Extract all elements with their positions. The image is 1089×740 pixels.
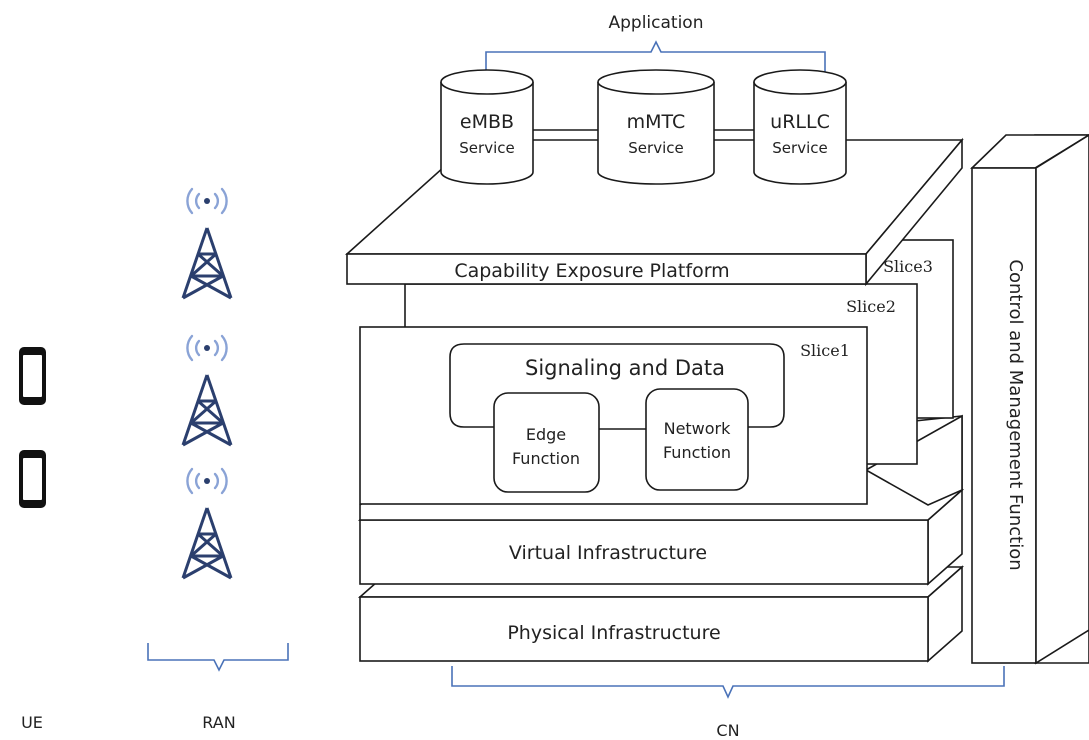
network-label-line2: Function bbox=[663, 443, 731, 462]
physical-infrastructure-label: Physical Infrastructure bbox=[507, 622, 720, 644]
application-brace bbox=[485, 40, 826, 72]
antenna-tower-icon bbox=[181, 467, 233, 580]
slice1-panel: Slice1 Signaling and Data Edge Function … bbox=[359, 326, 868, 505]
network-function-box bbox=[645, 388, 749, 491]
cn-brace bbox=[451, 666, 1005, 699]
urllc-service-cylinder: uRLLC Service bbox=[753, 69, 847, 185]
phone-icon bbox=[19, 450, 46, 508]
embb-label: eMBB bbox=[460, 111, 514, 133]
ran-brace bbox=[147, 643, 289, 672]
application-label: Application bbox=[609, 13, 704, 33]
signaling-loop bbox=[449, 343, 785, 428]
mmtc-service-cylinder: mMTC Service bbox=[597, 69, 715, 185]
control-management-box: Control and Management Function bbox=[970, 134, 1089, 665]
edge-function-box bbox=[493, 392, 600, 493]
ran-label: RAN bbox=[202, 713, 235, 732]
edge-label-line2: Function bbox=[512, 449, 580, 468]
capability-exposure-label: Capability Exposure Platform bbox=[454, 260, 729, 282]
signaling-label: Signaling and Data bbox=[525, 356, 725, 380]
slice3-label: Slice3 bbox=[883, 257, 933, 276]
slice2-label: Slice2 bbox=[846, 297, 896, 316]
urllc-label: uRLLC bbox=[770, 111, 830, 133]
antenna-tower-icon bbox=[181, 334, 233, 447]
ue-label: UE bbox=[21, 713, 43, 732]
embb-service-cylinder: eMBB Service bbox=[440, 69, 534, 185]
control-management-label: Control and Management Function bbox=[1005, 259, 1026, 570]
antenna-tower-icon bbox=[181, 187, 233, 300]
network-label-line1: Network bbox=[664, 419, 732, 438]
urllc-sub-label: Service bbox=[772, 139, 827, 157]
phone-icon bbox=[19, 347, 46, 405]
mmtc-sub-label: Service bbox=[628, 139, 683, 157]
slice1-label: Slice1 bbox=[800, 341, 850, 360]
edge-label-line1: Edge bbox=[526, 425, 566, 444]
mmtc-label: mMTC bbox=[627, 111, 686, 133]
embb-sub-label: Service bbox=[459, 139, 514, 157]
cn-label: CN bbox=[716, 721, 739, 740]
virtual-infrastructure-label: Virtual Infrastructure bbox=[509, 542, 707, 564]
